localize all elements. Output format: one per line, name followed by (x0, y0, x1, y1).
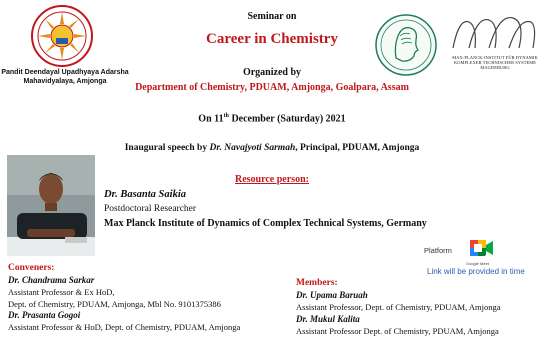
convener-designation: Assistant Professor & Ex HoD, (8, 287, 115, 297)
resource-person-role: Postdoctoral Researcher (104, 204, 197, 214)
event-date: On 11th December (Saturday) 2021 (0, 113, 544, 124)
resource-person-institute: Max Planck Institute of Dynamics of Comp… (104, 218, 427, 229)
mpi-dynamics-logo (447, 12, 539, 52)
member-name: Dr. Mukul Kalita (296, 314, 360, 324)
date-rest: December (Saturday) 2021 (228, 113, 346, 125)
resource-person-name: Dr. Basanta Saikia (104, 189, 186, 200)
convener-affiliation: Dept. of Chemistry, PDUAM, Amjonga, Mbl … (8, 299, 221, 309)
link-note: Link will be provided in time (427, 267, 525, 276)
resource-person-photo (7, 155, 95, 256)
date-day: On 11 (198, 113, 224, 125)
platform-label: Platform (424, 246, 452, 255)
google-meet-icon (470, 238, 494, 258)
convener-designation: Assistant Professor & HoD, Dept. of Chem… (8, 322, 241, 332)
organizer: Department of Chemistry, PDUAM, Amjonga,… (135, 82, 409, 93)
organized-by-label: Organized by (242, 67, 302, 78)
resource-person-heading: Resource person: (235, 174, 309, 185)
conveners-heading: Conveners: (8, 263, 55, 273)
convener-name: Dr. Prasanta Gogoi (8, 310, 81, 320)
college-name: Pandit Deendayal Upadhyaya Adarsha Mahav… (1, 69, 129, 85)
mpi-institute-text: MAX-PLANCK-INSTITUT FÜR DYNAMIK KOMPLEXE… (452, 55, 538, 71)
member-name: Dr. Upama Baruah (296, 290, 368, 300)
college-logo (30, 4, 94, 68)
date-ordinal: th (223, 113, 229, 119)
inaugural-speech: Inaugural speech by Dr. Navajyoti Sarmah… (0, 143, 544, 153)
inaugural-speaker: Dr. Navajyoti Sarmah (209, 143, 296, 153)
inaugural-prefix: Inaugural speech by (124, 143, 210, 153)
google-meet-label: Google Meet (466, 261, 489, 266)
convener-name: Dr. Chandrama Sarkar (8, 275, 95, 285)
members-heading: Members: (296, 278, 338, 288)
seminar-on-label: Seminar on (247, 11, 297, 22)
seminar-title: Career in Chemistry (206, 31, 338, 47)
inaugural-suffix: , Principal, PDUAM, Amjonga (295, 143, 420, 153)
max-planck-seal-logo (374, 6, 438, 84)
member-designation: Assistant Professor Dept. of Chemistry, … (296, 326, 499, 336)
member-designation: Assistant Professor, Dept. of Chemistry,… (296, 302, 501, 312)
